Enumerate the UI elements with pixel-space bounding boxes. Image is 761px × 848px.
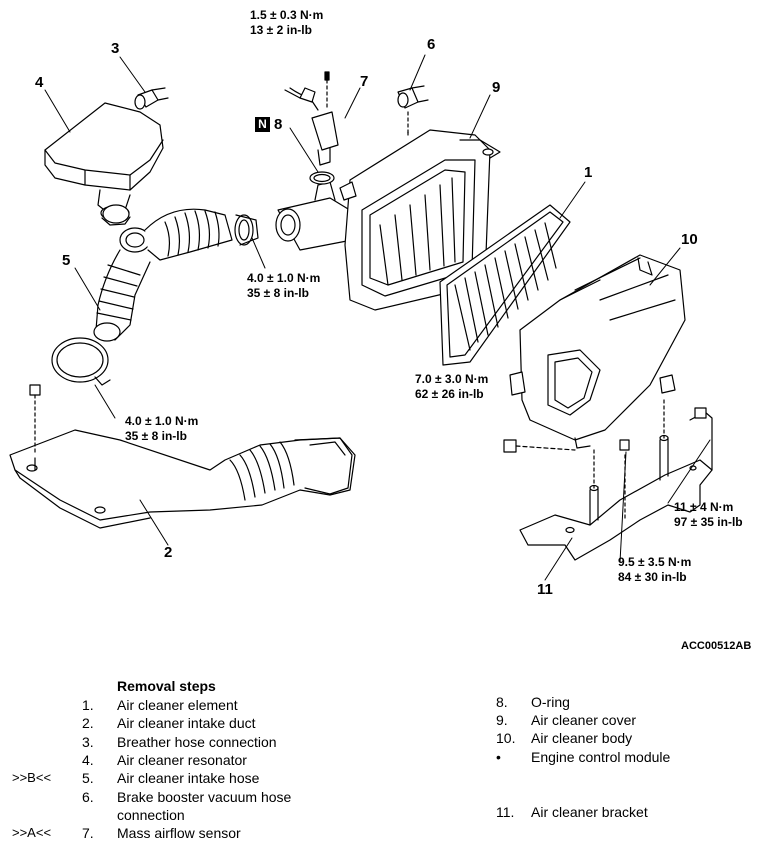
air-cleaner-cover-drawing [339,129,501,311]
callout-8: 8 [274,116,283,133]
air-cleaner-element-drawing [439,204,571,366]
callout-1: 1 [584,164,593,181]
intake-duct-drawing [9,429,356,529]
removal-steps-title: Removal steps [117,678,216,694]
brake-booster-connection-drawing [397,85,429,136]
breather-hose-drawing [134,87,169,110]
callout-3: 3 [111,40,120,57]
service-point-mark: >>B<< [12,770,52,785]
callout-6: 6 [427,36,436,53]
figure-reference-code: ACC00512AB [681,640,752,652]
intake-hose-drawing [51,204,259,386]
callout-4: 4 [35,74,44,91]
callout-7: 7 [360,73,369,90]
air-cleaner-body-drawing [509,254,686,449]
callout-5: 5 [62,252,71,269]
callout-leader-lines [44,54,711,581]
air-cleaner-bracket-drawing [519,399,713,561]
service-point-mark: >>A<< [12,825,52,840]
resonator-drawing [44,102,164,226]
bolts-drawing [29,384,707,456]
mass-airflow-sensor-drawing [275,71,359,251]
callout-11: 11 [537,581,553,598]
callout-9: 9 [492,79,501,96]
new-part-badge: N [255,117,270,132]
callout-10: 10 [681,231,698,248]
callout-2: 2 [164,544,173,561]
exploded-parts-diagram [9,54,713,581]
